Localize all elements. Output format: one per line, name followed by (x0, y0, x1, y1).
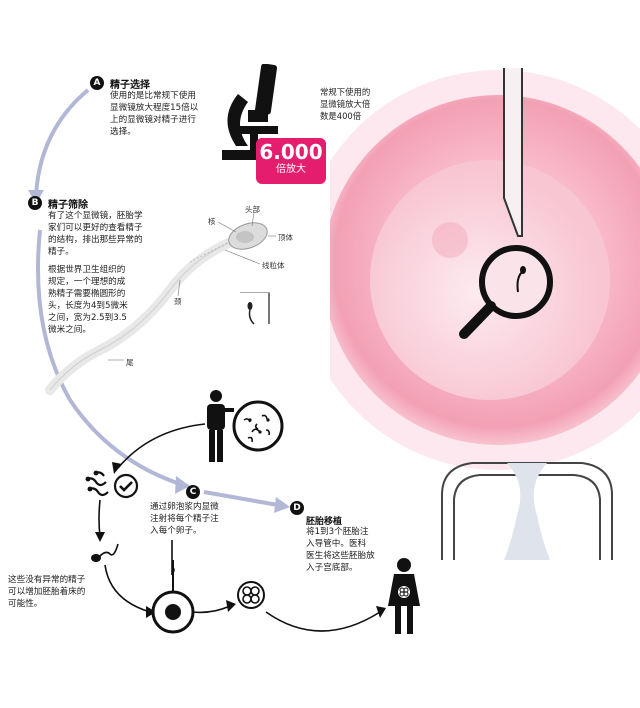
egg-nucleus (432, 222, 468, 258)
step-d-badge: D (290, 501, 304, 515)
label-nucleus: 核 (208, 217, 216, 226)
step-a-badge: A (90, 76, 104, 90)
step-b-text-2: 根据世界卫生组织的 规定，一个理想的成 熟精子需要椭圆形的 头，长度为4到5微米… (48, 265, 128, 335)
step-b-text-1: 有了这个显微镜，胚胎学 家们可以更好的查看精子 的结构，排出那些异常的 精子。 (48, 211, 143, 257)
step-c-text: 通过卵泡浆内显微 注射将每个精子注 入每个卵子。 (150, 502, 219, 536)
microscope-icon (222, 64, 284, 160)
step-a-title: 精子选择 (110, 80, 150, 91)
magnification-label: 倍放大 (276, 164, 306, 175)
label-tail: 尾 (126, 358, 134, 367)
step-c-badge: C (186, 485, 200, 499)
magnifier-icon (459, 245, 553, 339)
label-mitochondria: 线粒体 (262, 261, 285, 270)
sperm-cluster-check-icon (85, 470, 139, 499)
uterus-outline (441, 462, 613, 560)
step-a-text: 使用的是比常规下使用 显微镜放大程度15倍以 上的显微镜对精子进行 选择。 (110, 91, 199, 137)
sperm-diagram (45, 211, 276, 395)
magnification-badge: 6.000 倍放大 (256, 138, 326, 184)
magnification-value: 6.000 (259, 140, 323, 164)
label-acrosome: 顶体 (278, 233, 293, 242)
step-b-badge: B (28, 196, 42, 210)
overlay-text: 不代表孩 (108, 364, 248, 404)
person-with-sample-icon (207, 390, 284, 462)
single-sperm-icon (91, 543, 119, 562)
step-d-text: 将1到3个胚胎注 入导管中。医科 医生将这些胚胎放 入子宫底部。 (306, 527, 375, 573)
woman-icon (388, 558, 420, 634)
step-d-title: 胚胎移植 (306, 517, 343, 527)
egg-injection-icon (151, 560, 195, 634)
microscope-note: 常规下使用的 显微镜放大倍 数是400倍 (320, 87, 371, 121)
embryo-icon (237, 581, 265, 609)
label-head: 头部 (245, 205, 260, 214)
pipette-icon (503, 68, 523, 237)
label-neck: 颈 (174, 297, 182, 306)
step-b-title: 精子筛除 (48, 200, 88, 211)
bottom-note: 这些没有异常的精子 可以增加胚胎着床的 可能性。 (8, 575, 86, 609)
